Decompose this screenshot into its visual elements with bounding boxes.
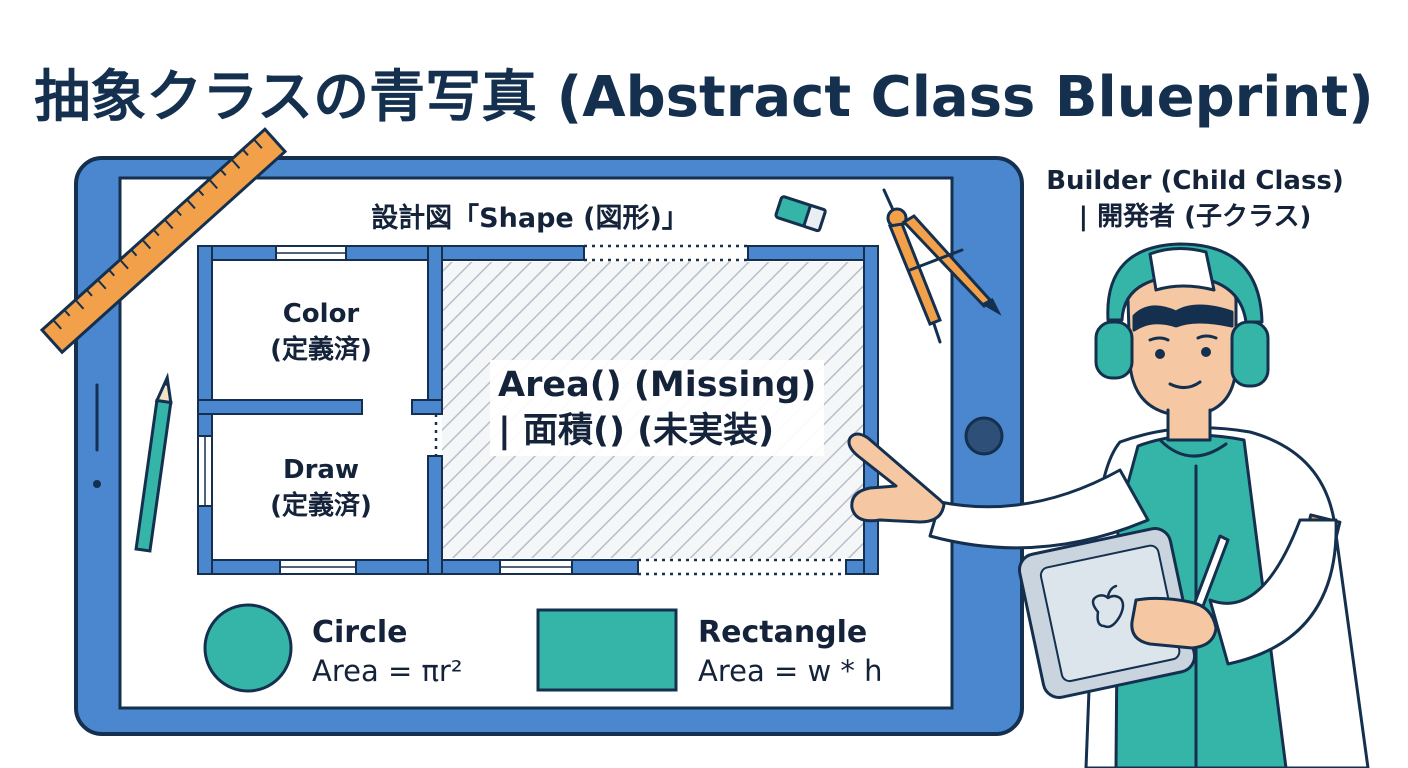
circle-formula: Area = πr² <box>312 654 463 688</box>
rectangle-shape <box>536 608 678 692</box>
rectangle-legend: Rectangle Area = w * h <box>698 614 883 690</box>
compass-icon <box>882 188 1002 344</box>
home-button <box>964 416 1004 456</box>
blueprint-title: 設計図「Shape (図形)」 <box>371 203 689 234</box>
page-title: 抽象クラスの青写真 (Abstract Class Blueprint) <box>34 65 1374 130</box>
room-area-label: Area() (Missing) | 面積() (未実装) <box>490 360 825 456</box>
ruler-icon <box>39 127 288 355</box>
room-color-label: Color (定義済) <box>214 296 428 368</box>
room-color-status: (定義済) <box>270 335 372 365</box>
builder-character <box>847 242 1370 768</box>
builder-role: Builder (Child Class) <box>1046 166 1344 196</box>
builder-role-ja: | 開発者 (子クラス) <box>1078 202 1312 232</box>
circle-legend: Circle Area = πr² <box>312 614 462 690</box>
room-area-name: Area() (Missing) <box>498 365 817 405</box>
pencil-icon <box>134 372 173 553</box>
room-color-name: Color <box>282 299 360 329</box>
circle-shape <box>203 603 293 693</box>
circle-name: Circle <box>312 615 408 650</box>
rectangle-name: Rectangle <box>698 615 868 650</box>
room-area-status: | 面積() (未実装) <box>498 411 775 451</box>
eraser-icon <box>774 195 827 233</box>
room-draw-status: (定義済) <box>270 491 372 521</box>
builder-label: Builder (Child Class) | 開発者 (子クラス) <box>1010 163 1380 235</box>
room-draw-name: Draw <box>283 455 359 485</box>
room-draw-label: Draw (定義済) <box>214 452 428 524</box>
rectangle-formula: Area = w * h <box>698 654 883 688</box>
